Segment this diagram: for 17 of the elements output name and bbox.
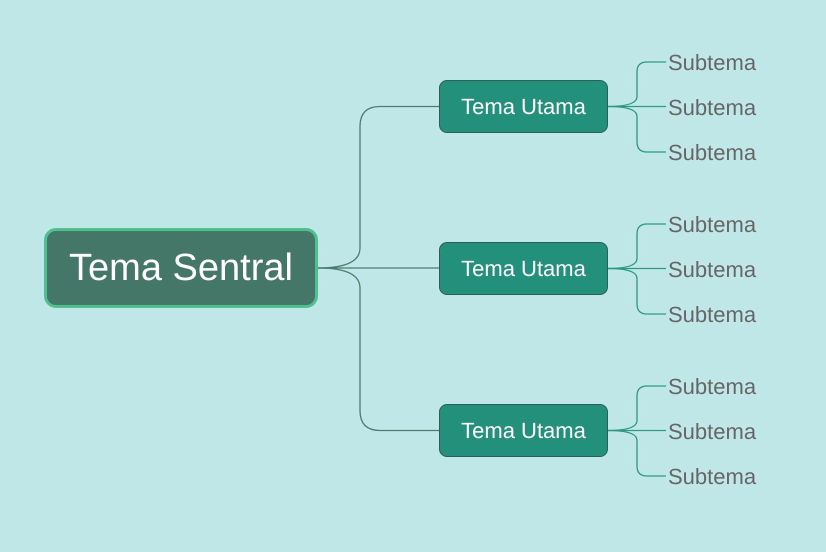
bracket-connector bbox=[608, 106, 666, 153]
main-topic-box: Tema Utama bbox=[439, 242, 608, 295]
bracket-connector bbox=[608, 268, 666, 315]
subtopic-text: Subtema bbox=[666, 370, 766, 402]
subtopic-text: Subtema bbox=[666, 136, 766, 168]
main-topic-box: Tema Utama bbox=[439, 80, 608, 133]
subtopic-text: Subtema bbox=[666, 208, 766, 240]
subtopic-text: Subtema bbox=[666, 91, 766, 123]
central-topic-box: Tema Sentral bbox=[44, 228, 318, 308]
bracket-connector bbox=[318, 267, 439, 432]
subtopic-text: Subtema bbox=[666, 46, 766, 78]
subtopic-text: Subtema bbox=[666, 298, 766, 330]
main-topic-box: Tema Utama bbox=[439, 404, 608, 457]
subtopic-text: Subtema bbox=[666, 415, 766, 447]
subtopic-text: Subtema bbox=[666, 460, 766, 492]
subtopic-text: Subtema bbox=[666, 253, 766, 285]
bracket-connector bbox=[608, 430, 666, 477]
